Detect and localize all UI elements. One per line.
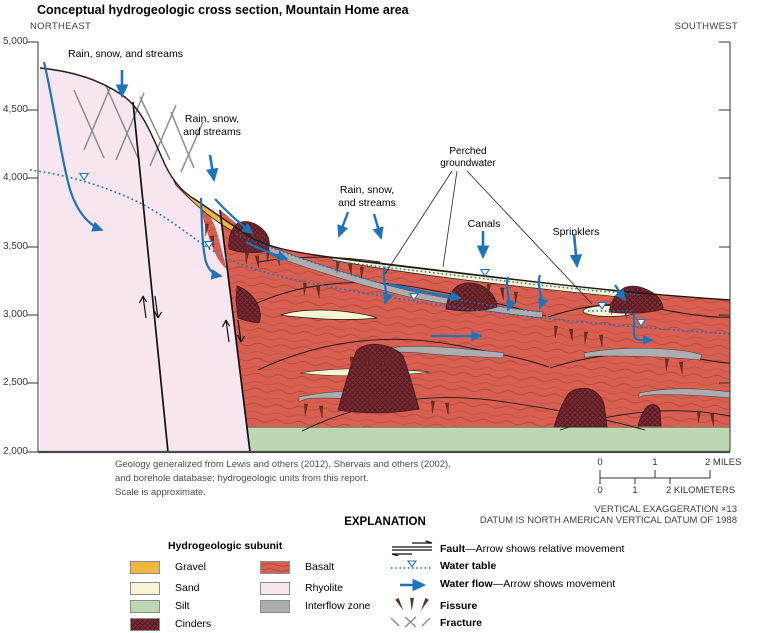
legend-label-gravel: Gravel — [175, 561, 206, 573]
sand-lens — [279, 309, 379, 320]
annotation-line: and streams — [183, 126, 241, 138]
silt-swatch — [130, 600, 160, 613]
elevation-tick-label: 3,500 — [2, 241, 28, 252]
legend-rest: —Arrow shows relative movement — [465, 543, 625, 555]
scale-miles-0: 0 — [597, 457, 603, 468]
annotation-rain-mid: Rain, snow, and streams — [180, 113, 244, 139]
fault-lines — [132, 101, 251, 453]
annotation-line: Rain, snow, — [184, 113, 240, 125]
annotation-line: Rain, snow, — [339, 184, 395, 196]
legend-label-fault: Fault—Arrow shows relative movement — [440, 543, 624, 555]
regional-water-table — [29, 169, 731, 335]
sand-swatch — [130, 582, 160, 595]
annotation-perched-groundwater: Perched groundwater — [428, 146, 508, 170]
legend-label-basalt: Basalt — [305, 561, 335, 573]
rhyolite-swatch — [260, 582, 290, 595]
interflow-swatch — [260, 600, 290, 613]
legend-bold: Water flow — [440, 578, 493, 590]
legend-label-interflow: Interflow zone — [305, 600, 371, 612]
annotation-line: groundwater — [440, 158, 496, 169]
vertical-exaggeration-note: VERTICAL EXAGGERATION ×13 — [594, 504, 737, 515]
fissure-symbol-icon — [395, 597, 429, 611]
elevation-tick-label: 4,500 — [2, 104, 28, 115]
scale-bar — [599, 470, 711, 484]
legend-bold: Fissure — [440, 600, 478, 612]
fault-symbol-icon — [391, 540, 433, 556]
legend-bold: Fracture — [440, 617, 483, 629]
direction-southwest: SOUTHWEST — [674, 21, 738, 32]
footnote-line: Geology generalized from Lewis and other… — [115, 459, 451, 470]
legend-bold: Water table — [440, 560, 497, 572]
elevation-tick-label: 5,000 — [2, 36, 28, 47]
basalt-swatch — [260, 561, 290, 574]
silt-region — [247, 426, 730, 452]
perched-water-line — [235, 233, 541, 313]
fracture-symbol-icon — [390, 616, 431, 628]
direction-northeast: NORTHEAST — [30, 21, 92, 32]
water-flow-arrows — [42, 61, 654, 345]
legend-rest: —Arrow shows movement — [492, 578, 616, 590]
legend-label-water-table: Water table — [440, 560, 496, 572]
elevation-tick-label: 2,000 — [2, 446, 28, 457]
elevation-axis-left — [27, 41, 39, 453]
cinder-bodies — [228, 221, 664, 428]
rhyolite-region — [40, 68, 250, 452]
subunit-heading: Hydrogeologic subunit — [168, 540, 283, 552]
legend-label-fissure: Fissure — [440, 600, 477, 612]
footnote-line: and borehole database; hydrogeologic uni… — [115, 473, 369, 484]
elevation-tick-label: 4,000 — [2, 172, 28, 183]
annotation-rain-upper: Rain, snow, and streams — [68, 48, 183, 60]
legend-label-silt: Silt — [175, 600, 190, 612]
explanation-heading: EXPLANATION — [344, 516, 426, 528]
perched-pointer-lines — [384, 170, 593, 305]
land-surface-line — [39, 67, 731, 301]
fracture-marks — [73, 85, 204, 173]
basalt-lobe — [199, 202, 227, 269]
legend-label-sand: Sand — [175, 582, 200, 594]
rain-arrow — [372, 213, 384, 240]
annotation-line: and streams — [338, 197, 396, 209]
footnote: Geology generalized from Lewis and other… — [115, 458, 451, 500]
scale-miles-1: 1 — [652, 457, 658, 468]
scale-km-2: 2 KILOMETERS — [666, 485, 736, 496]
cinders-swatch — [130, 618, 160, 631]
gravel-swatch — [130, 561, 160, 574]
figure-title: Conceptual hydrogeologic cross section, … — [37, 3, 409, 17]
elevation-tick-label: 3,000 — [2, 309, 28, 320]
annotation-line: Perched — [449, 146, 487, 157]
water-flow-symbol-icon — [400, 579, 427, 591]
legend-label-water-flow: Water flow—Arrow shows movement — [440, 578, 615, 590]
water-table-symbol-icon — [391, 560, 433, 569]
fault-movement-arrows — [138, 295, 246, 343]
footnote-line: Scale is approximate. — [115, 487, 206, 498]
annotation-rain-lower: Rain, snow, and streams — [334, 184, 400, 210]
scale-miles-2: 2 MILES — [705, 457, 742, 468]
legend-label-fracture: Fracture — [440, 617, 482, 629]
scale-km-1: 1 — [632, 485, 638, 496]
sprinkler-arrow — [569, 233, 583, 269]
elevation-tick-label: 2,500 — [2, 377, 28, 388]
legend-label-cinders: Cinders — [175, 618, 212, 630]
legend-bold: Fault — [440, 543, 466, 555]
legend-label-rhyolite: Rhyolite — [305, 582, 343, 594]
rain-arrow — [337, 211, 350, 238]
datum-note: DATUM IS NORTH AMERICAN VERTICAL DATUM O… — [479, 515, 737, 526]
scale-km-0: 0 — [597, 485, 603, 496]
water-table-lines — [29, 169, 731, 335]
annotation-canals: Canals — [467, 218, 501, 230]
elevation-axis-right — [719, 41, 731, 453]
annotation-sprinklers: Sprinklers — [552, 226, 600, 238]
rain-arrow — [206, 154, 219, 183]
perched-water-line — [332, 260, 642, 296]
